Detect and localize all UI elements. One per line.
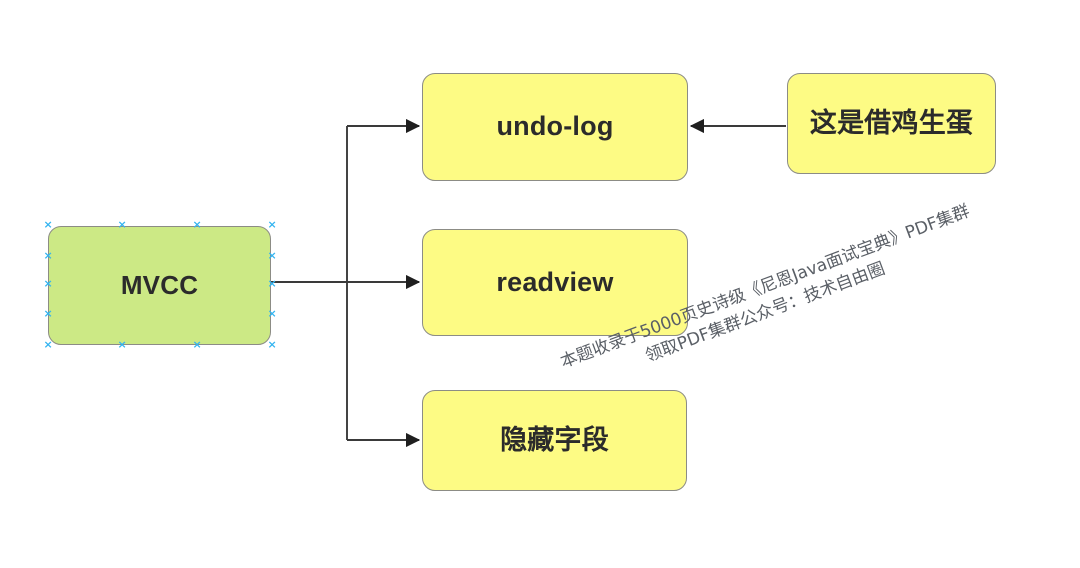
selection-handle-se[interactable] — [268, 340, 277, 349]
selection-handle-e-upper[interactable] — [268, 251, 277, 260]
selection-handle-w[interactable] — [44, 279, 53, 288]
selection-handle-ne[interactable] — [268, 220, 277, 229]
selection-handle-w-lower[interactable] — [44, 309, 53, 318]
node-hidden-field[interactable]: 隐藏字段 — [422, 390, 687, 491]
selection-handle-e[interactable] — [268, 279, 277, 288]
node-undo-log[interactable]: undo-log — [422, 73, 688, 181]
selection-handle-e-lower[interactable] — [268, 309, 277, 318]
selection-handle-s[interactable] — [118, 340, 127, 349]
selection-handle-n[interactable] — [118, 220, 127, 229]
node-readview[interactable]: readview — [422, 229, 688, 336]
selection-handle-sw[interactable] — [44, 340, 53, 349]
node-mvcc[interactable]: MVCC — [48, 226, 271, 345]
node-borrow-chicken-lay-egg[interactable]: 这是借鸡生蛋 — [787, 73, 996, 174]
selection-handle-nw[interactable] — [44, 220, 53, 229]
selection-handle-sc[interactable] — [193, 340, 202, 349]
selection-handle-nc[interactable] — [193, 220, 202, 229]
selection-handle-w-upper[interactable] — [44, 251, 53, 260]
